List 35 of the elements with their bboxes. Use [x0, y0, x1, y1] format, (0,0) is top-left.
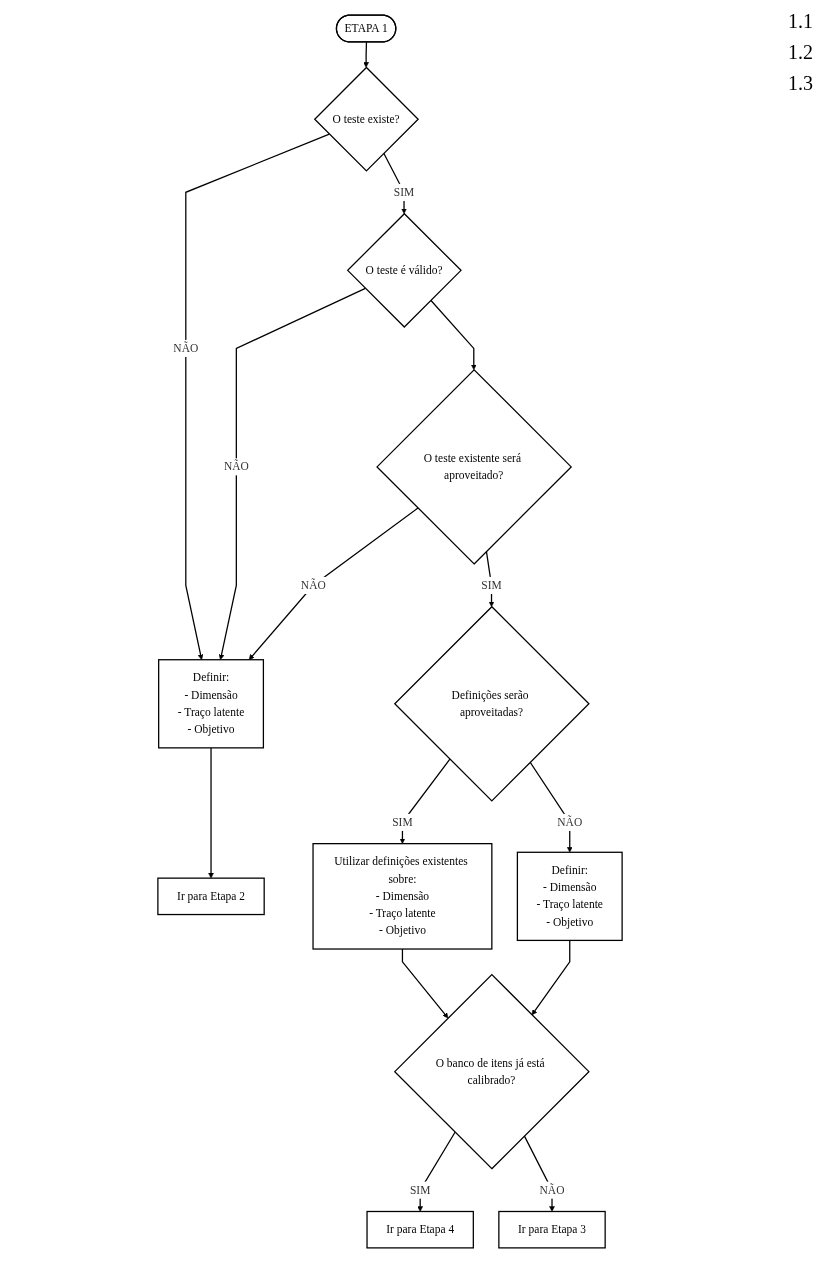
edge-label: NÃO: [557, 815, 583, 829]
arrow: [363, 41, 369, 68]
section-number: 1.2: [788, 41, 813, 64]
arrow: [401, 948, 449, 1019]
edge-label: NÃO: [300, 578, 326, 592]
edge-label: SIM: [409, 1183, 431, 1197]
section-number: 1.1: [788, 10, 813, 33]
node-box: Definir: - Dimensão - Traço latente - Objetivo: [516, 851, 623, 942]
node-diamond: Definições serão aproveitadas?: [393, 605, 590, 802]
arrow: [485, 550, 495, 607]
section-number: 1.3: [788, 72, 813, 95]
node-diamond: O teste é válido?: [346, 212, 462, 328]
edge-label: NÃO: [173, 341, 199, 355]
node-box: Utilizar definições existentes sobre: - Dimensão - Traço latente - Objetivo: [312, 843, 493, 950]
node-diamond: O teste existe?: [313, 66, 420, 172]
arrow: [399, 758, 451, 844]
node-diamond: O teste existente será aproveitado?: [376, 368, 573, 565]
arrow: [248, 507, 419, 660]
edge-label: SIM: [392, 815, 413, 829]
arrow: [417, 1131, 456, 1212]
edge-label: NÃO: [539, 1183, 565, 1197]
node-diamond: O banco de itens já está calibrado?: [393, 973, 590, 1170]
arrow: [383, 152, 407, 214]
node-box: Definir: - Dimensão - Traço latente - Objetivo: [158, 659, 265, 749]
arrow: [218, 287, 366, 660]
arrow: [531, 939, 571, 1016]
arrow: [430, 299, 477, 371]
node-box: Ir para Etapa 4: [366, 1210, 474, 1249]
node-box: Ir para Etapa 2: [157, 877, 265, 916]
edge-label: SIM: [393, 185, 415, 199]
edge-label: SIM: [481, 578, 502, 592]
edge-label: NÃO: [223, 460, 249, 473]
arrow: [208, 747, 214, 879]
node-box: Ir para Etapa 3: [498, 1210, 606, 1249]
arrow: [185, 133, 330, 660]
